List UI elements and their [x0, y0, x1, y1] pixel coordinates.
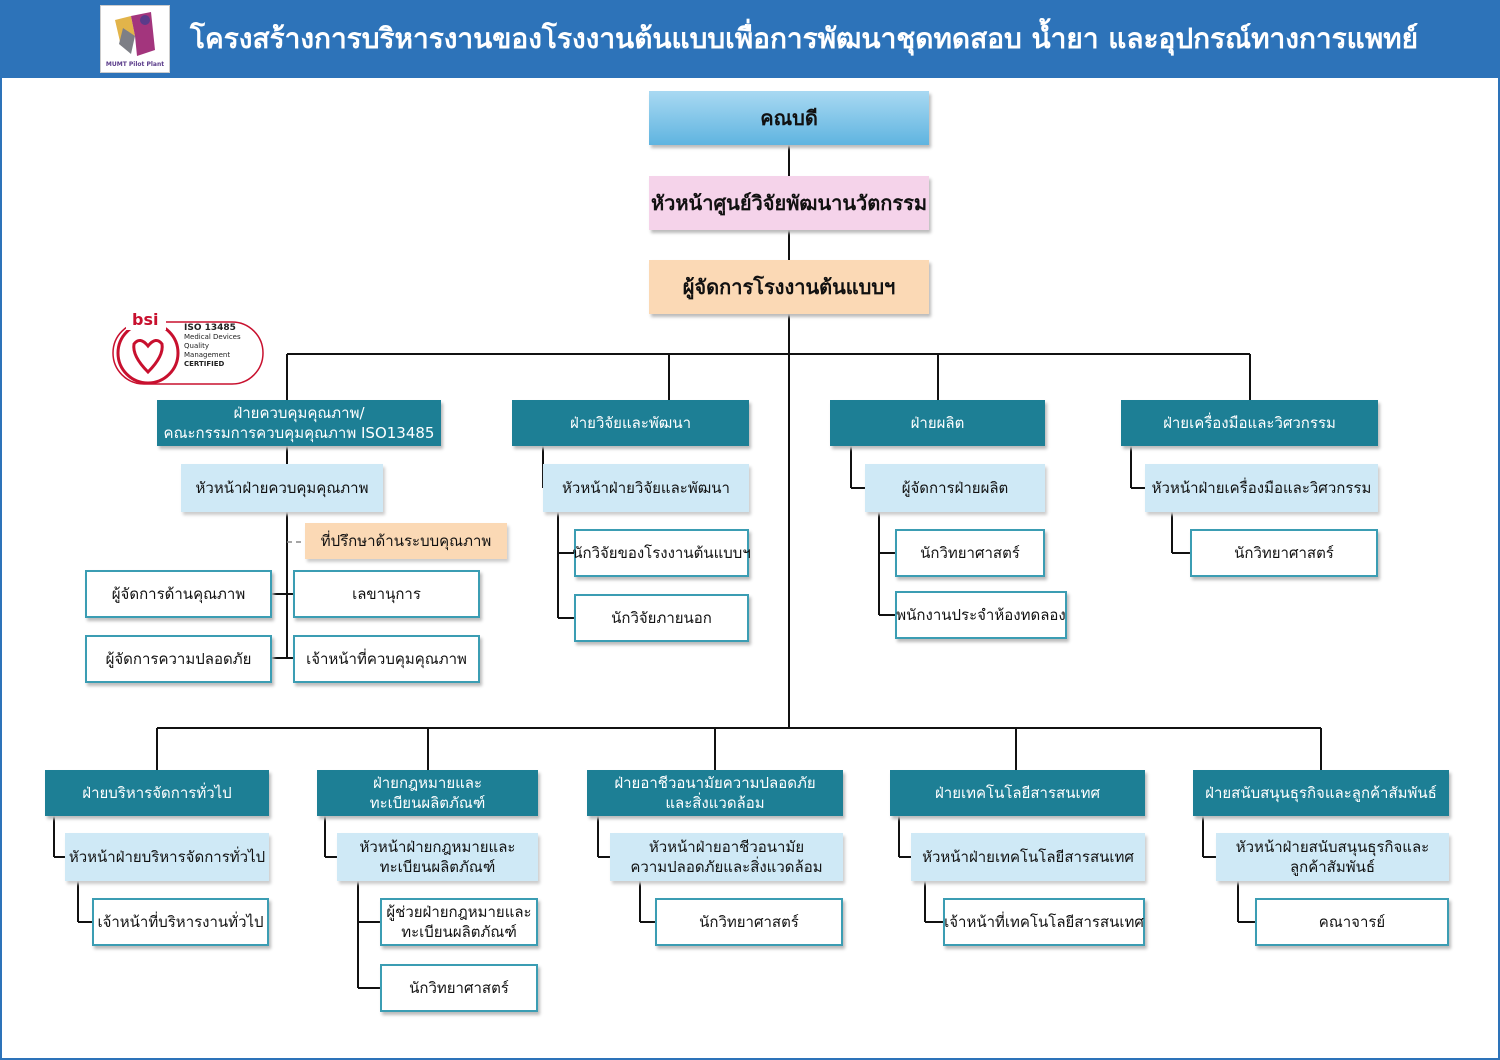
it-dept-box: ฝ่ายเทคโนโลยีสารสนเทศ [890, 770, 1145, 816]
dean-box: คณบดี [649, 91, 929, 145]
bsi-brand: bsi [132, 310, 159, 329]
rnd-dept-box: ฝ่ายวิจัยและพัฒนา [512, 400, 749, 446]
bsi-kitemark-icon [112, 314, 264, 385]
admin-lead-box: หัวหน้าฝ่ายบริหารจัดการทั่วไป [65, 833, 269, 881]
production-staff-box: พนักงานประจำห้องทดลอง [895, 591, 1067, 639]
safety-lead-box: หัวหน้าฝ่ายอาชีวอนามัย ความปลอดภัยและสิ่… [610, 833, 843, 881]
rnd-staff-box: นักวิจัยของโรงงานต้นแบบฯ [572, 529, 751, 577]
quality-manager-box: ผู้จัดการด้านคุณภาพ [85, 570, 272, 618]
engineering-lead-box: หัวหน้าฝ่ายเครื่องมือและวิศวกรรม [1145, 464, 1378, 512]
legal-staff-box: นักวิทยาศาสตร์ [380, 964, 538, 1012]
legal-dept-box: ฝ่ายกฎหมายและ ทะเบียนผลิตภัณฑ์ [317, 770, 538, 816]
logo-mark-icon [115, 12, 155, 56]
plant-manager-box: ผู้จัดการโรงงานต้นแบบฯ [649, 260, 929, 314]
title-bar: MUMT Pilot Plant โครงสร้างการบริหารงานขอ… [0, 0, 1500, 78]
page-title: โครงสร้างการบริหารงานของโรงงานต้นแบบเพื่… [190, 22, 1419, 55]
safety-dept-box: ฝ่ายอาชีวอนามัยความปลอดภัย และสิ่งแวดล้อ… [587, 770, 843, 816]
legal-staff-box: ผู้ช่วยฝ่ายกฎหมายและ ทะเบียนผลิตภัณฑ์ [380, 898, 538, 946]
safety-staff-box: นักวิทยาศาสตร์ [655, 898, 843, 946]
business-lead-box: หัวหน้าฝ่ายสนับสนุนธุรกิจและ ลูกค้าสัมพั… [1216, 833, 1449, 881]
production-lead-box: ผู้จัดการฝ่ายผลิต [865, 464, 1045, 512]
qa-lead-box: หัวหน้าฝ่ายควบคุมคุณภาพ [181, 464, 383, 512]
admin-staff-box: เจ้าหน้าที่บริหารงานทั่วไป [92, 898, 269, 946]
it-lead-box: หัวหน้าฝ่ายเทคโนโลยีสารสนเทศ [911, 833, 1145, 881]
rnd-staff-box: นักวิจัยภายนอก [574, 594, 749, 642]
secretary-box: เลขานุการ [293, 570, 480, 618]
safety-manager-box: ผู้จัดการความปลอดภัย [85, 635, 272, 683]
legal-lead-box: หัวหน้าฝ่ายกฎหมายและ ทะเบียนผลิตภัณฑ์ [337, 833, 538, 881]
pilot-plant-logo: MUMT Pilot Plant [100, 5, 170, 73]
qa-advisor-box: ที่ปรึกษาด้านระบบคุณภาพ [305, 523, 507, 559]
business-dept-box: ฝ่ายสนับสนุนธุรกิจและลูกค้าสัมพันธ์ [1193, 770, 1449, 816]
qc-officer-box: เจ้าหน้าที่ควบคุมคุณภาพ [293, 635, 480, 683]
certification-text: ISO 13485 Medical Devices Quality Manage… [184, 323, 241, 369]
admin-dept-box: ฝ่ายบริหารจัดการทั่วไป [45, 770, 269, 816]
rnd-lead-box: หัวหน้าฝ่ายวิจัยและพัฒนา [543, 464, 749, 512]
bsi-certification-mark: bsi ISO 13485 Medical Devices Quality Ma… [112, 310, 264, 386]
innovation-center-head-box: หัวหน้าศูนย์วิจัยพัฒนานวัตกรรม [649, 176, 929, 230]
it-staff-box: เจ้าหน้าที่เทคโนโลยีสารสนเทศ [943, 898, 1145, 946]
production-staff-box: นักวิทยาศาสตร์ [895, 529, 1045, 577]
qa-dept-box: ฝ่ายควบคุมคุณภาพ/ คณะกรรมการควบคุมคุณภาพ… [157, 400, 441, 446]
business-staff-box: คณาจารย์ [1255, 898, 1449, 946]
logo-caption: MUMT Pilot Plant [105, 61, 165, 68]
production-dept-box: ฝ่ายผลิต [830, 400, 1045, 446]
engineering-staff-box: นักวิทยาศาสตร์ [1190, 529, 1378, 577]
engineering-dept-box: ฝ่ายเครื่องมือและวิศวกรรม [1121, 400, 1378, 446]
